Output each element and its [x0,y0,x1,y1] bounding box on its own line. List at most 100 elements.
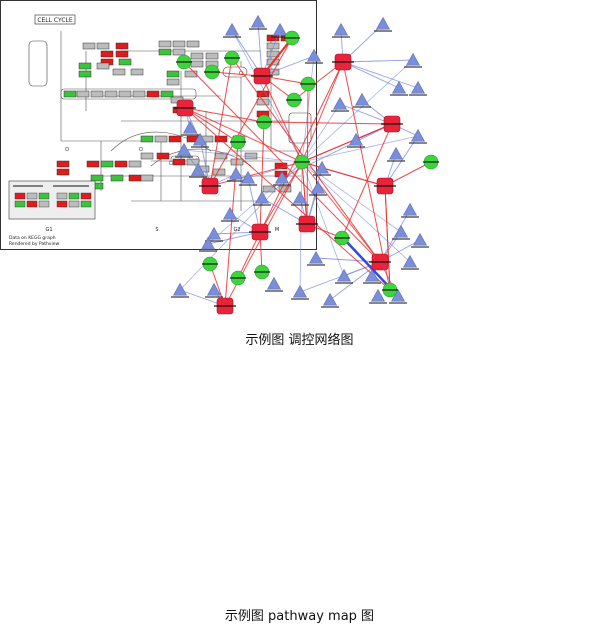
network-edge-red [384,185,391,291]
network-edge-red [301,61,344,163]
pathway-gene-box [158,48,172,56]
pathway-stage-label: G1 [45,227,52,233]
pathway-gene-box [140,174,154,182]
pathway-legend-swatch [26,192,38,200]
network-edge-red [306,83,309,225]
network-edge-blue [257,21,263,77]
gene-node-label [265,290,283,292]
gene-node-label [374,30,392,32]
pathway-gene-box [56,168,70,176]
gene-node-triangle [228,166,244,180]
regulatory-network [171,14,439,315]
pathway-gene-box [130,68,144,76]
gene-node-label [189,176,207,178]
gene-node-label [347,146,365,148]
gene-node-label [175,156,193,158]
pathway-gene-box [154,135,168,143]
network-edge-blue [301,59,414,163]
pathway-footer-text: Data on KEGG graph [9,235,56,241]
network-edge-blue [342,61,419,89]
pathway-gene-box [115,50,129,58]
mirna-node-label [214,305,236,307]
gene-node-label [390,94,408,96]
gene-node-label [221,220,239,222]
network-edge-red [301,161,381,263]
pathway-legend-swatch [14,200,26,208]
gene-node-triangle [172,282,188,296]
gene-node-triangle [274,170,290,184]
pathway-gene-box [128,160,142,168]
network-edge-blue [339,103,393,125]
network-edge-red [342,61,391,291]
pathway-gene-box [132,90,146,98]
gene-node-label [284,37,300,39]
pathway-legend-swatch [14,192,26,200]
pathway-gene-box [96,62,110,70]
network-edge-blue [301,161,345,277]
gene-node-label [224,57,240,59]
gene-node-triangle [405,52,421,66]
gene-node-label [239,184,257,186]
network-edge-blue [183,149,303,163]
network-edge-red [209,37,293,187]
pathway-legend-swatch [38,200,50,208]
gene-node-triangle [410,128,426,142]
pathway-gene-box [96,42,110,50]
pathway-legend-swatch [56,200,68,208]
network-edge-red [301,161,386,187]
pathway-canvas: CELL CYCLEG1SG2MData on KEGG graphRender… [8,14,312,247]
network-edge-red [184,107,265,123]
mirna-node-label [174,107,196,109]
pathway-legend-swatch [80,192,92,200]
mirna-node-label [332,61,354,63]
gene-node-label [313,174,331,176]
mirna-node-label [374,185,396,187]
network-edge-blue [342,59,414,63]
gene-node-label [307,264,325,266]
gene-node-triangle [182,120,198,134]
gene-node-label [191,146,209,148]
gene-node-label [305,62,323,64]
pathway-gene-box [140,135,154,143]
pathway-legend-swatch [26,200,38,208]
gene-node-label [411,246,429,248]
gene-node-label [321,306,339,308]
pathway-gene-box [100,160,114,168]
gene-node-triangle [348,132,364,146]
gene-node-label [202,263,218,265]
network-edge-blue [301,135,419,163]
pathway-gene-box [156,152,170,160]
gene-node-triangle [266,276,282,290]
gene-node-label [205,296,223,298]
gene-node-label [331,110,349,112]
gene-node-label [404,66,422,68]
gene-node-triangle [354,92,370,106]
pathway-gene-box [140,152,154,160]
gene-node-label [335,282,353,284]
gene-node-label [249,28,267,30]
gene-node-triangle [336,268,352,282]
pathway-gene-box [172,158,186,166]
gene-node-label [227,180,245,182]
network-edge-blue [281,123,393,179]
gene-node-label [230,141,246,143]
pathway-gene-box [104,90,118,98]
network-edge-blue [231,29,303,163]
pathway-gene-box [172,48,186,56]
pathway-gene-box [110,174,124,182]
pathway-gene-box [184,70,198,78]
gene-node-label [401,268,419,270]
gene-node-triangle [370,288,386,302]
gene-node-label [291,298,309,300]
gene-node-triangle [206,226,222,240]
gene-node-label [271,36,289,38]
gene-node-triangle [254,190,270,204]
gene-node-label [171,296,189,298]
network-edge-red [259,121,265,233]
pathway-gene-box [115,42,129,50]
pathway-legend-swatch [38,192,50,200]
network-edge-blue [301,103,341,163]
gene-node-triangle [200,236,216,250]
gene-node-triangle [206,282,222,296]
gene-node-triangle [410,80,426,94]
